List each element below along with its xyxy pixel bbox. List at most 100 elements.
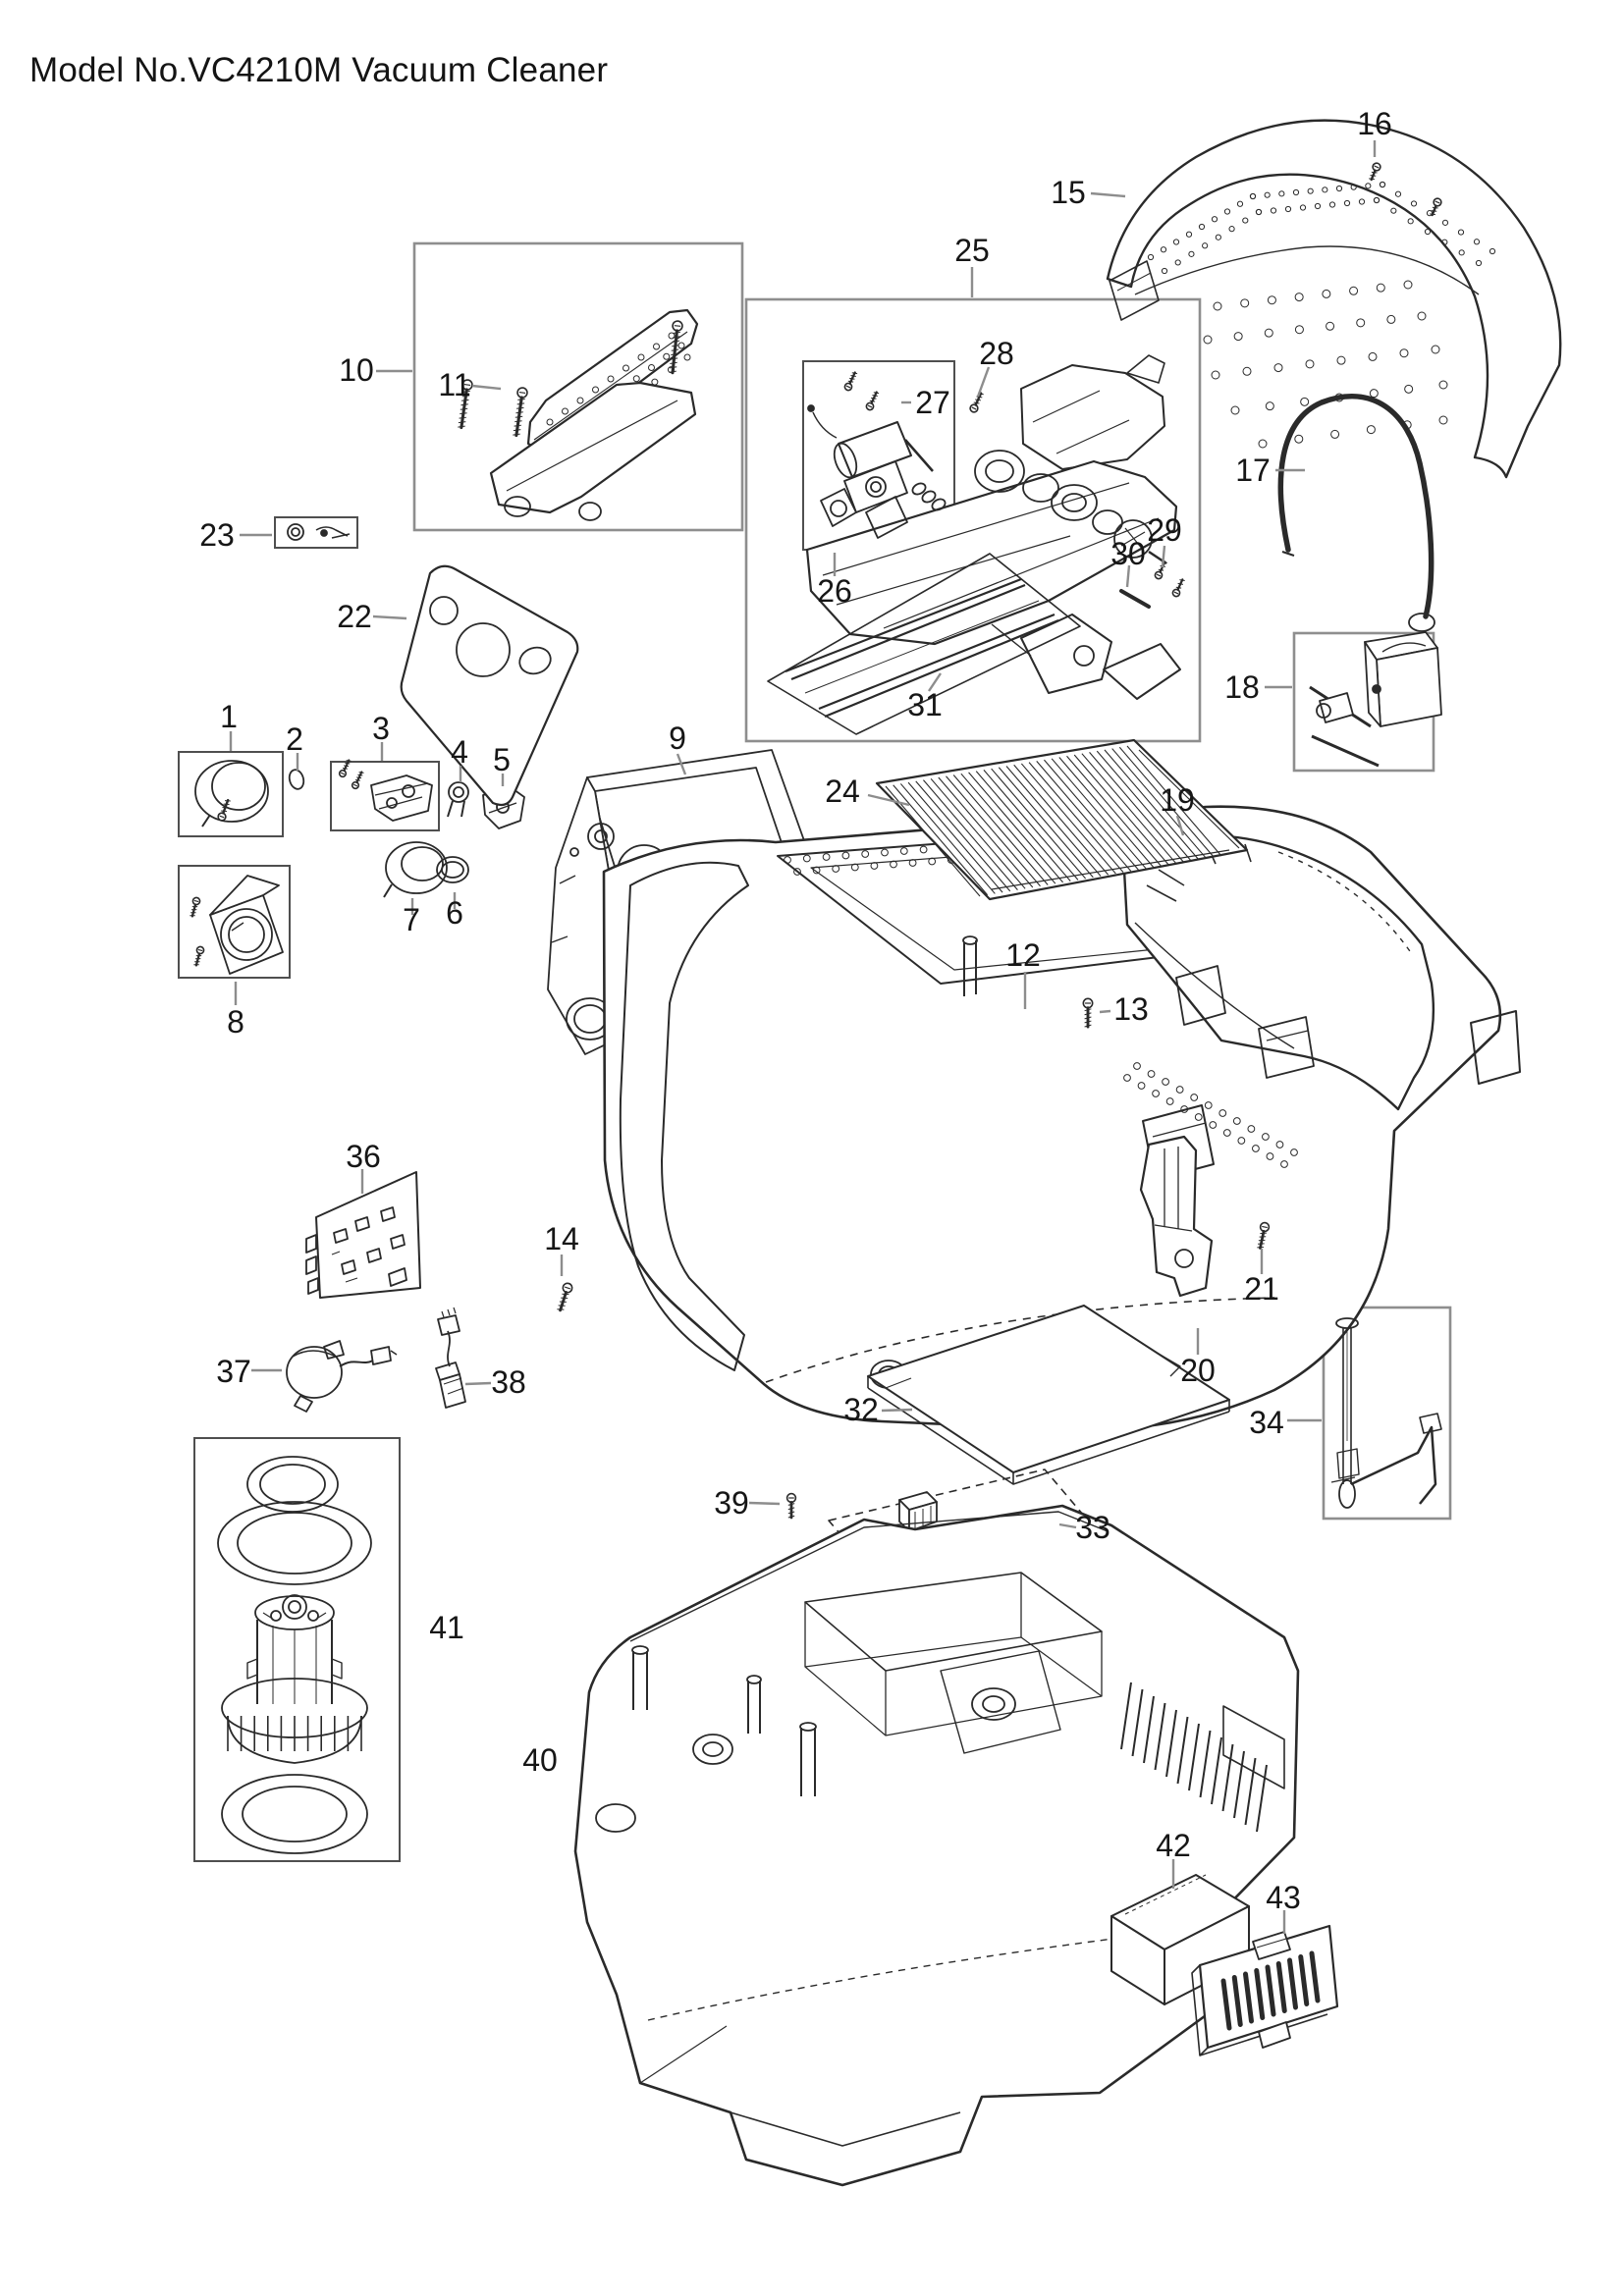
part-box-1 <box>178 751 284 837</box>
part-sketch-23 <box>287 523 351 541</box>
part-sketch-13 <box>1082 997 1094 1029</box>
part-label-22: 22 <box>337 599 372 634</box>
part-sketch-40 <box>573 1504 1300 2187</box>
part-box-8 <box>178 865 291 979</box>
part-sketch-22 <box>400 564 579 807</box>
part-leader-19 <box>1175 815 1185 836</box>
part-box-41 <box>193 1437 401 1862</box>
part-leader-15 <box>1090 191 1126 198</box>
part-leader-33 <box>1058 1522 1077 1529</box>
part-label-15: 15 <box>1051 175 1086 210</box>
part-box-25 <box>744 297 1202 743</box>
part-label-23: 23 <box>199 517 235 553</box>
part-sketch-15 <box>1106 119 1562 479</box>
part-sketch-29 <box>1154 561 1185 598</box>
part-label-14: 14 <box>544 1221 579 1256</box>
part-label-5: 5 <box>493 742 511 777</box>
part-label-31: 31 <box>907 687 943 722</box>
part-label-42: 42 <box>1156 1828 1191 1863</box>
part-leader-30 <box>1125 564 1131 588</box>
part-sketch-32 <box>867 1305 1230 1485</box>
part-sketch-2 <box>288 769 305 790</box>
part-label-41: 41 <box>429 1610 464 1645</box>
part-leader-39 <box>748 1501 781 1506</box>
part-label-28: 28 <box>979 336 1014 371</box>
part-leader-28 <box>976 366 991 398</box>
part-sketch-16 <box>1369 162 1442 217</box>
part-leader-13 <box>1099 1009 1111 1014</box>
part-box-10 <box>412 241 744 532</box>
part-label-18: 18 <box>1224 669 1260 705</box>
part-label-33: 33 <box>1075 1510 1110 1545</box>
part-sketch-31 <box>767 553 1081 735</box>
part-sketch-1 <box>194 760 269 828</box>
part-sketch-7 <box>383 841 448 898</box>
part-leader-11 <box>471 384 502 391</box>
part-label-32: 32 <box>843 1392 879 1427</box>
part-label-3: 3 <box>372 711 390 746</box>
part-sketch-25 <box>805 354 1181 700</box>
part-sketches <box>189 119 1562 2187</box>
part-label-39: 39 <box>714 1485 749 1521</box>
part-leader-32 <box>881 1408 913 1413</box>
part-label-25: 25 <box>954 233 990 268</box>
leader-lines <box>229 140 1377 1934</box>
part-sketch-19 <box>1121 834 1435 1111</box>
part-label-1: 1 <box>220 699 238 734</box>
part-label-10: 10 <box>339 352 374 388</box>
part-sketch-28 <box>969 392 984 413</box>
part-label-20: 20 <box>1180 1353 1216 1388</box>
part-sketch-18 <box>1309 631 1442 768</box>
part-label-16: 16 <box>1357 106 1392 141</box>
part-sketch-34 <box>1330 1317 1442 1509</box>
part-leader-9 <box>676 753 687 775</box>
part-sketch-14 <box>557 1282 573 1312</box>
part-label-40: 40 <box>522 1742 558 1778</box>
part-sketch-10 <box>458 308 699 521</box>
part-label-30: 30 <box>1110 536 1146 571</box>
part-sketch-3 <box>338 759 433 822</box>
part-box-23 <box>274 516 358 549</box>
part-sketch-8 <box>189 875 284 975</box>
part-label-43: 43 <box>1266 1880 1301 1915</box>
part-sketch-41 <box>217 1456 372 1854</box>
part-sketch-26 <box>807 371 947 513</box>
part-label-17: 17 <box>1235 453 1271 488</box>
part-sketch-4 <box>447 781 469 818</box>
part-leader-38 <box>464 1381 492 1386</box>
part-label-13: 13 <box>1113 991 1149 1027</box>
part-leader-24 <box>867 793 910 807</box>
part-label-9: 9 <box>669 721 686 756</box>
part-label-7: 7 <box>403 902 420 937</box>
part-label-37: 37 <box>216 1354 251 1389</box>
part-sketch-43 <box>1191 1924 1339 2056</box>
part-label-4: 4 <box>451 734 468 770</box>
part-label-34: 34 <box>1249 1405 1284 1440</box>
part-label-24: 24 <box>825 774 860 809</box>
part-label-2: 2 <box>286 721 303 757</box>
part-label-26: 26 <box>817 573 852 609</box>
part-label-19: 19 <box>1160 782 1195 818</box>
part-label-36: 36 <box>346 1139 381 1174</box>
part-label-29: 29 <box>1147 512 1182 548</box>
part-sketch-37 <box>286 1340 398 1413</box>
part-sketch-42 <box>1110 1874 1250 2005</box>
part-leader-31 <box>928 672 942 692</box>
part-label-21: 21 <box>1244 1271 1279 1307</box>
part-label-12: 12 <box>1005 937 1041 973</box>
part-leader-22 <box>372 614 407 620</box>
part-label-27: 27 <box>915 385 950 420</box>
part-sketch-36 <box>305 1171 421 1299</box>
part-box-34 <box>1322 1306 1452 1521</box>
part-label-38: 38 <box>491 1364 526 1400</box>
part-label-11: 11 <box>438 367 470 402</box>
part-sketch-39 <box>785 1492 797 1520</box>
part-label-6: 6 <box>446 895 463 931</box>
part-label-8: 8 <box>227 1004 244 1040</box>
part-sketch-38 <box>435 1307 466 1409</box>
part-sketch-24 <box>875 738 1249 901</box>
part-sketch-20 <box>1139 1135 1271 1298</box>
